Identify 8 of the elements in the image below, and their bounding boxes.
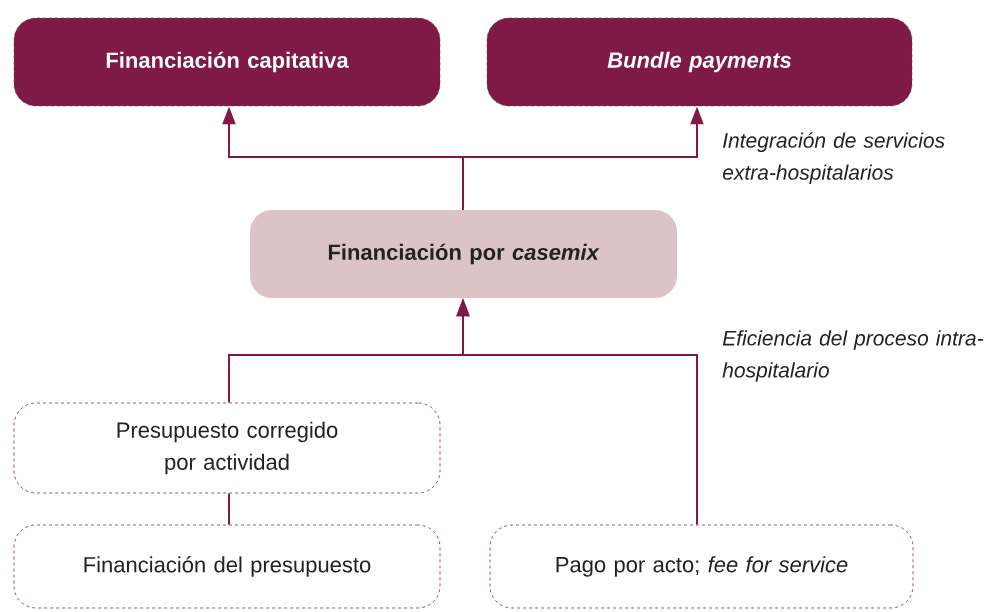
process-box: Bundle payments <box>486 17 913 107</box>
process-box: Financiación capitativa <box>13 17 441 107</box>
note-text: Integración de servicios extra-hospitalarios <box>722 132 945 184</box>
dashed-box: Pago por acto; fee for service <box>489 524 914 609</box>
dashed-box: Financiación del presupuesto <box>13 524 441 609</box>
dashed-box: Presupuesto corregido por actividad <box>13 402 441 494</box>
note-text: Eficiencia del proceso intra-hospitalario <box>722 330 984 382</box>
process-box: Financiación por casemix <box>250 210 677 298</box>
